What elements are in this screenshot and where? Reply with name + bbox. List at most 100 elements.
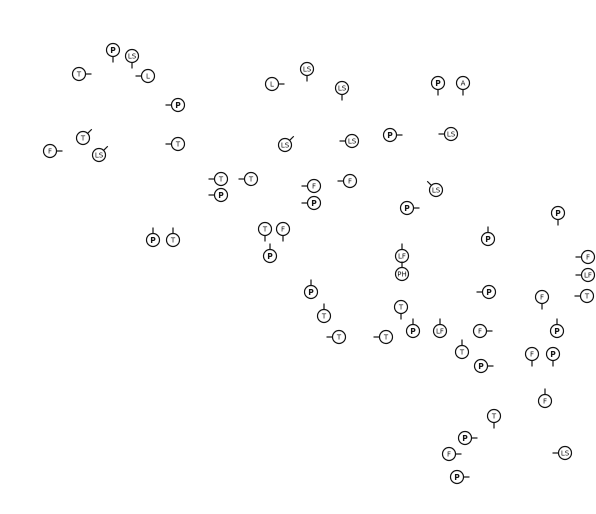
t-marker: T — [454, 339, 470, 360]
t-marker: T — [238, 171, 259, 187]
marker-tick — [289, 135, 295, 141]
marker-ring — [537, 393, 553, 409]
marker-label: P — [485, 235, 491, 244]
ls-marker: LS — [299, 61, 315, 82]
f-marker: F — [42, 143, 63, 159]
marker-label: LS — [281, 142, 290, 150]
marker-label: T — [459, 349, 465, 357]
marker-label: LS — [128, 53, 137, 61]
marker-ring — [393, 299, 409, 315]
marker-ring — [145, 232, 161, 248]
marker-ring — [316, 308, 332, 324]
marker-ring — [454, 344, 470, 360]
marker-label: T — [383, 334, 389, 342]
f-marker: F — [441, 446, 462, 462]
marker-ring — [481, 284, 497, 300]
marker-ring — [71, 66, 87, 82]
marker-tick — [103, 145, 109, 151]
marker-ring — [303, 284, 319, 300]
marker-label: T — [175, 141, 181, 149]
marker-ring — [549, 323, 565, 339]
marker-ring — [170, 97, 186, 113]
lf-marker: LF — [575, 267, 596, 283]
ls-marker: LS — [426, 180, 444, 198]
marker-label: P — [267, 252, 273, 261]
ls-marker: LS — [339, 133, 360, 149]
t-marker: T — [486, 408, 502, 429]
marker-ring — [449, 469, 465, 485]
t-marker: T — [165, 136, 186, 152]
f-marker: F — [537, 388, 553, 409]
lf-marker: LF — [394, 243, 410, 264]
p-marker: P — [473, 358, 494, 374]
marker-label: LF — [398, 253, 406, 261]
marker-label: P — [175, 101, 181, 110]
l-marker: L — [264, 76, 285, 92]
t-marker: T — [316, 303, 332, 324]
marker-ring — [342, 173, 358, 189]
marker-ring — [557, 445, 573, 461]
f-marker: F — [575, 249, 596, 265]
marker-tick — [87, 128, 93, 134]
marker-label: F — [312, 183, 316, 191]
marker-label: F — [586, 254, 590, 262]
marker-ring — [455, 75, 471, 91]
marker-ring — [399, 200, 415, 216]
p-marker: P — [303, 279, 319, 300]
f-marker: F — [275, 221, 291, 242]
marker-ring — [580, 249, 596, 265]
marker-ring — [165, 232, 181, 248]
t-marker: T — [71, 66, 92, 82]
marker-label: T — [262, 226, 268, 234]
marker-label: LF — [436, 328, 444, 336]
p-marker: P — [476, 284, 497, 300]
marker-ring — [124, 48, 140, 64]
marker-ring — [243, 171, 259, 187]
marker-label: F — [540, 294, 544, 302]
marker-ring — [213, 171, 229, 187]
marker-ring — [299, 61, 315, 77]
marker-ring — [140, 68, 156, 84]
marker-ring — [277, 137, 293, 153]
marker-label: LS — [95, 152, 104, 160]
marker-ring — [428, 182, 444, 198]
marker-label: P — [478, 362, 484, 371]
marker-label: LS — [303, 66, 312, 74]
marker-ring — [262, 248, 278, 264]
marker-ring — [486, 408, 502, 424]
lf-marker: LF — [432, 318, 448, 339]
marker-label: T — [248, 176, 254, 184]
t-marker: T — [574, 288, 595, 304]
marker-label: T — [336, 334, 342, 342]
ls-marker: LS — [334, 80, 350, 101]
p-marker: P — [399, 200, 420, 216]
marker-ring — [331, 329, 347, 345]
ls-marker: LS — [438, 126, 459, 142]
marker-label: F — [281, 226, 285, 234]
marker-ring — [382, 127, 398, 143]
marker-label: F — [348, 178, 352, 186]
ls-marker: LS — [91, 145, 109, 163]
l-marker: L — [135, 68, 156, 84]
marker-label: PH — [397, 271, 407, 279]
marker-ring — [42, 143, 58, 159]
marker-ring — [334, 80, 350, 96]
p-marker: P — [449, 469, 470, 485]
marker-label: P — [150, 236, 156, 245]
marker-label: P — [554, 327, 560, 336]
marker-ring — [441, 446, 457, 462]
marker-label: P — [110, 46, 116, 55]
t-marker: T — [326, 329, 347, 345]
p-marker: P — [480, 226, 496, 247]
marker-label: P — [308, 288, 314, 297]
f-marker: F — [337, 173, 358, 189]
marker-label: F — [543, 398, 547, 406]
t-marker: T — [208, 171, 229, 187]
p-marker: P — [208, 187, 229, 203]
p-marker: P — [105, 42, 121, 63]
marker-ring — [432, 323, 448, 339]
marker-label: T — [491, 413, 497, 421]
p-marker: P — [405, 318, 421, 339]
marker-ring — [473, 358, 489, 374]
